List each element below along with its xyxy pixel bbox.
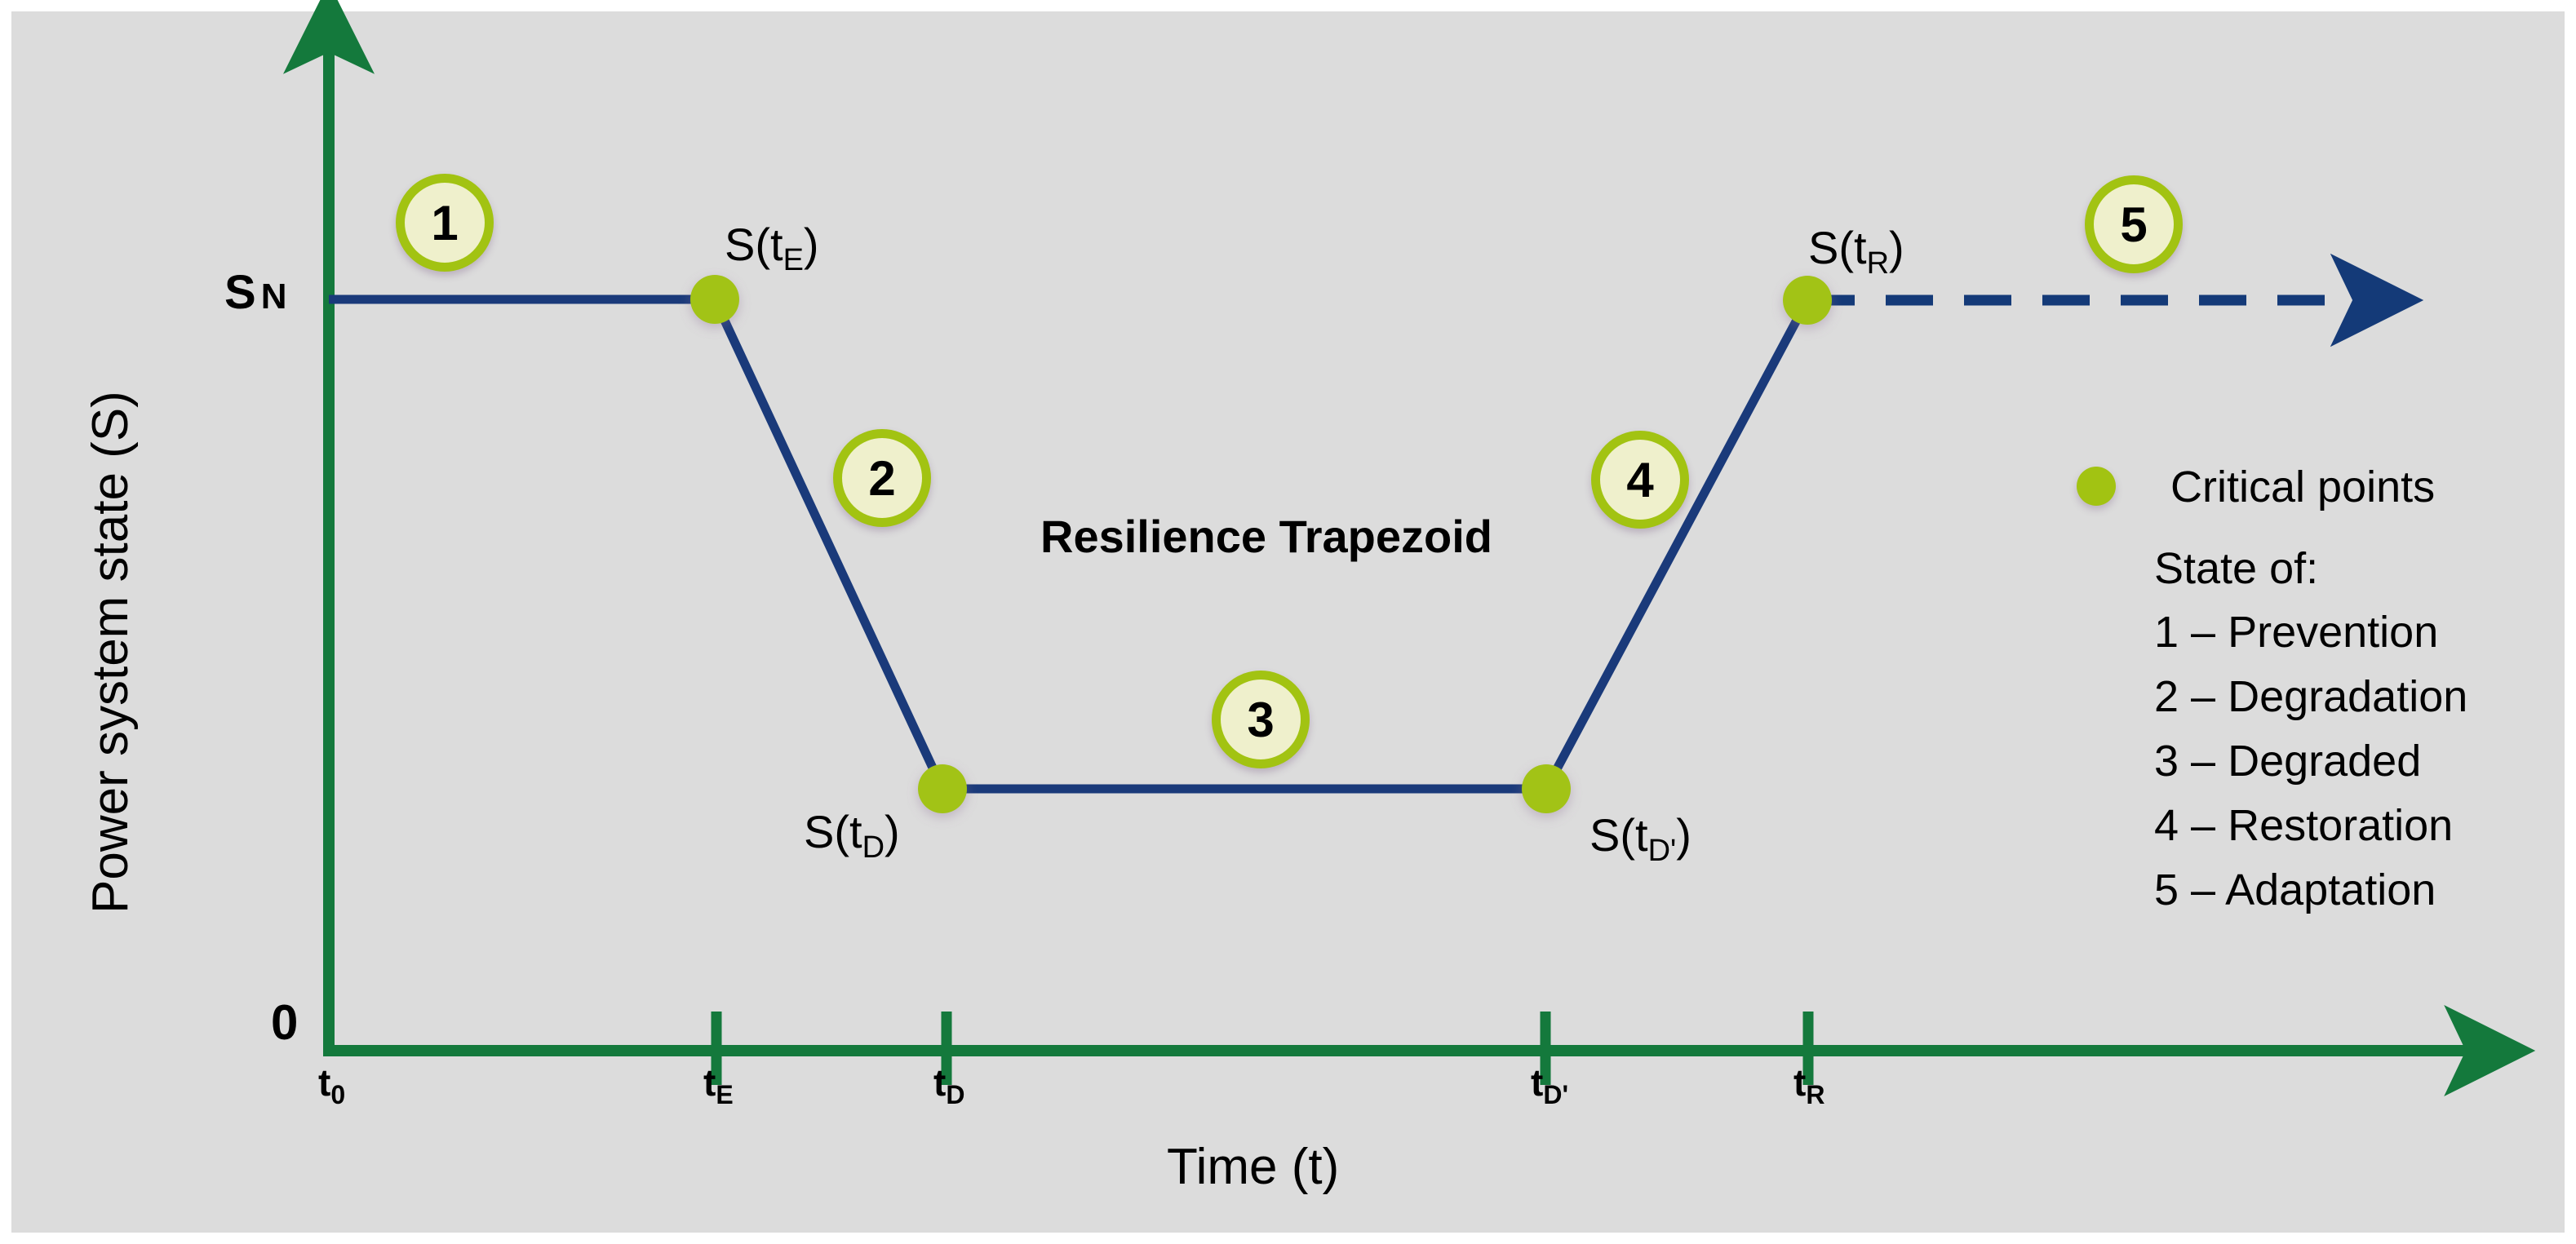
origin-zero-label: 0 [271, 995, 299, 1050]
legend-state-item-3: 3 – Degraded [2154, 737, 2422, 786]
legend-critical-points-label: Critical points [2170, 463, 2436, 511]
tick-label-t0-base: t [318, 1061, 331, 1104]
stage-badge-3-number: 3 [1247, 692, 1275, 747]
point-label-stdprime: S(tD') [1589, 809, 1691, 869]
tick-label-tr-sub: R [1806, 1080, 1825, 1110]
tick-label-td: tD [933, 1064, 964, 1108]
legend-state-item-1: 1 – Prevention [2154, 608, 2439, 657]
tick-label-t0: t0 [318, 1064, 345, 1108]
point-label-std: S(tD) [804, 806, 900, 865]
stage-badge-1[interactable]: 1 [396, 174, 494, 272]
stage-badge-2[interactable]: 2 [833, 429, 931, 527]
point-label-str-suffix: ) [1889, 222, 1904, 273]
tick-label-tdprime-sub: D' [1543, 1080, 1569, 1110]
point-label-ste-suffix: ) [803, 219, 819, 270]
legend-state-item-2: 2 – Degradation [2154, 672, 2468, 721]
tick-label-te-sub: E [716, 1080, 734, 1110]
stage-badge-4-number: 4 [1626, 452, 1654, 507]
point-label-ste: S(tE) [725, 219, 819, 278]
point-label-stdprime-prefix: S(t [1589, 809, 1648, 861]
point-label-std-sub: D [862, 830, 885, 865]
nominal-state-symbol: S [224, 266, 256, 319]
tick-label-tr: tR [1793, 1064, 1824, 1108]
tick-label-td-sub: D [946, 1080, 965, 1110]
tick-label-t0-sub: 0 [330, 1080, 346, 1110]
critical-point-tr [1783, 276, 1832, 325]
point-label-std-prefix: S(t [804, 806, 862, 857]
tick-label-te-base: t [703, 1061, 716, 1104]
point-label-str: S(tR) [1808, 222, 1904, 281]
trapezoid-title: Resilience Trapezoid [1040, 511, 1492, 562]
stage-badge-4[interactable]: 4 [1591, 431, 1689, 529]
point-label-str-prefix: S(t [1808, 222, 1867, 273]
y-axis-title: Power system state (S) [82, 391, 139, 914]
tick-label-tr-base: t [1793, 1061, 1807, 1104]
legend-critical-point-dot [2077, 467, 2116, 506]
point-label-str-sub: R [1866, 246, 1890, 281]
critical-point-td [918, 764, 967, 813]
tick-label-tdprime-base: t [1531, 1061, 1544, 1104]
stage-badge-5[interactable]: 5 [2085, 175, 2183, 273]
tick-label-tdprime: tD' [1531, 1064, 1568, 1108]
critical-point-tdprime [1522, 764, 1571, 813]
x-axis-title: Time (t) [1167, 1139, 1340, 1195]
legend-state-item-4: 4 – Restoration [2154, 801, 2454, 850]
stage-badge-1-number: 1 [431, 195, 459, 250]
critical-point-te [690, 275, 739, 324]
stage-badge-3[interactable]: 3 [1212, 671, 1310, 768]
point-label-ste-sub: E [783, 243, 804, 278]
tick-label-te: tE [703, 1064, 734, 1108]
point-label-std-suffix: ) [885, 806, 900, 857]
stage-badge-5-number: 5 [2120, 197, 2148, 252]
point-label-stdprime-suffix: ) [1676, 809, 1691, 861]
point-label-stdprime-sub: D' [1647, 834, 1677, 869]
legend-state-heading: State of: [2154, 544, 2319, 593]
point-label-ste-prefix: S(t [725, 219, 783, 270]
stage-badge-2-number: 2 [868, 450, 896, 506]
tick-label-td-base: t [933, 1061, 947, 1104]
nominal-state-subscript: N [260, 277, 287, 317]
legend-state-item-5: 5 – Adaptation [2154, 865, 2436, 914]
